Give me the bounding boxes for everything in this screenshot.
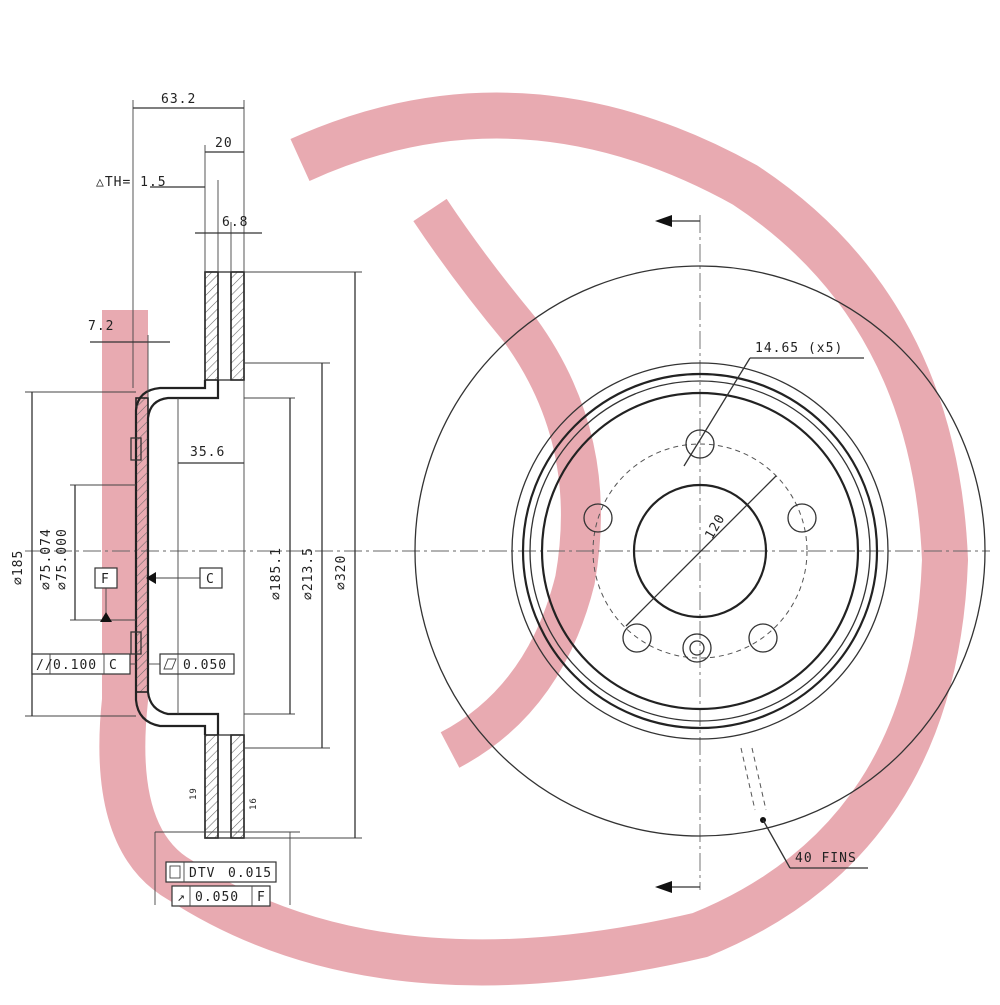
front-view: 14.65 (x5) 120 40 FINS (414, 215, 986, 893)
pitch-circle (592, 443, 808, 659)
dim-overall-height: 63.2 (161, 92, 196, 107)
dim-hat-offset: 20 (215, 136, 233, 151)
runout-frame (171, 885, 271, 907)
section-view: 63.2 20 △TH= 1.5 6.8 7.2 35.6 ∅185 ∅75.0… (11, 92, 990, 907)
dim-hub-wall: 7.2 (88, 319, 114, 334)
pilot-step-top (130, 437, 142, 461)
lower-friction-ring (204, 734, 245, 839)
friction-ring-inner-edge (511, 362, 889, 740)
upper-friction-ring (204, 271, 245, 381)
hat-step (529, 380, 871, 722)
centre-bore (632, 483, 768, 619)
fin-hidden-1 (740, 747, 756, 811)
flatness-symbol (163, 658, 177, 670)
flatness-value: 0.050 (183, 658, 227, 673)
dim-diameter-213-5: ∅213.5 (301, 547, 316, 600)
dim-hat-depth: 35.6 (190, 445, 225, 460)
bolt-hole (787, 503, 817, 533)
dim-centre-bore-max: ∅75.074 (39, 528, 54, 590)
dtv-label: DTV (189, 866, 215, 881)
dim-centre-bore-min: ∅75.000 (55, 528, 70, 590)
datum-c-triangle (146, 572, 156, 584)
bolt-hole-callout: 14.65 (x5) (755, 341, 843, 356)
runout-datum: F (257, 890, 266, 905)
locating-screw-thread (689, 640, 705, 656)
upper-outer-plate (204, 271, 219, 381)
locating-screw-hole (682, 633, 712, 663)
dim-diameter-320: ∅320 (334, 555, 349, 590)
dim-diameter-185-1: ∅185.1 (269, 547, 284, 600)
dtv-symbol (169, 865, 181, 879)
section-arrow-bottom-head (655, 881, 672, 893)
dim-diameter-185: ∅185 (11, 550, 26, 585)
vent-note-right: 16 (249, 797, 259, 810)
hat-inner-profile (146, 380, 220, 735)
bolt-hole (622, 623, 652, 653)
dtv-frame (165, 861, 277, 883)
parallelism-symbol: // (36, 658, 54, 673)
upper-inner-plate (230, 271, 245, 381)
datum-f-triangle (100, 612, 112, 622)
hat-wall-hatch (135, 397, 149, 693)
datum-c-label: C (206, 572, 215, 587)
bolt-hole (583, 503, 613, 533)
dtv-value: 0.015 (228, 866, 272, 881)
bolt-holes (583, 429, 817, 663)
datum-f-label: F (101, 572, 110, 587)
parallelism-value: 0.100 (53, 658, 97, 673)
fin-hidden-2 (751, 747, 767, 811)
dim-thickness-variation: △TH= 1.5 (96, 175, 167, 190)
vent-note-left: 19 (189, 787, 199, 800)
outer-disc-edge (414, 265, 986, 837)
fins-callout: 40 FINS (795, 851, 857, 866)
hat-outer-edge (521, 372, 879, 730)
lower-inner-plate (230, 734, 245, 839)
hat-inner-edge (540, 391, 860, 711)
bolt-hole (685, 429, 715, 459)
dim-ring-offset: 6.8 (222, 215, 248, 230)
bolt-hole (748, 623, 778, 653)
parallelism-datum: C (109, 658, 118, 673)
lower-outer-plate (204, 734, 219, 839)
brand-logo-watermark (99, 92, 969, 986)
runout-value: 0.050 (195, 890, 239, 905)
section-arrow-top-head (655, 215, 672, 227)
runout-symbol: ↗ (177, 890, 186, 905)
pilot-step-bottom (130, 631, 142, 655)
